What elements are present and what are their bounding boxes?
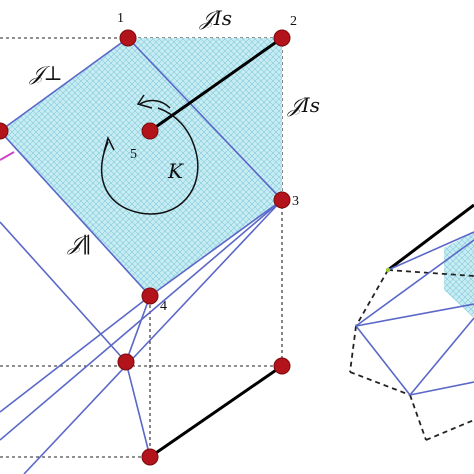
label-j-is-right: 𝒥Is — [287, 93, 320, 117]
node-3 — [273, 191, 291, 209]
blue-bonds — [0, 37, 283, 474]
node-lower-left — [117, 353, 135, 371]
node-label-1: 1 — [117, 11, 124, 26]
node-label-3: 3 — [292, 194, 299, 209]
node-1 — [119, 29, 137, 47]
node-label-4: 4 — [160, 299, 167, 314]
node-lower-right — [273, 357, 291, 375]
node-bottom — [141, 448, 159, 466]
label-j-par: 𝒥‖ — [67, 231, 92, 256]
right-partial-structure — [349, 203, 474, 441]
node-label-2: 2 — [290, 14, 297, 29]
node-5 — [141, 122, 159, 140]
kitaev-rotation-arrow — [100, 94, 199, 215]
node-4 — [141, 287, 159, 305]
label-j-perp: 𝒥⊥ — [29, 61, 63, 85]
node-left-edge — [0, 122, 9, 140]
lattice-nodes — [0, 29, 291, 466]
label-j-is-top: 𝒥Is — [199, 6, 232, 30]
node-label-5: 5 — [130, 147, 137, 162]
node-2 — [273, 29, 291, 47]
shaded-plaquette — [0, 38, 282, 296]
magenta-bond-fragment — [0, 151, 15, 161]
label-kitaev: K — [167, 159, 184, 183]
